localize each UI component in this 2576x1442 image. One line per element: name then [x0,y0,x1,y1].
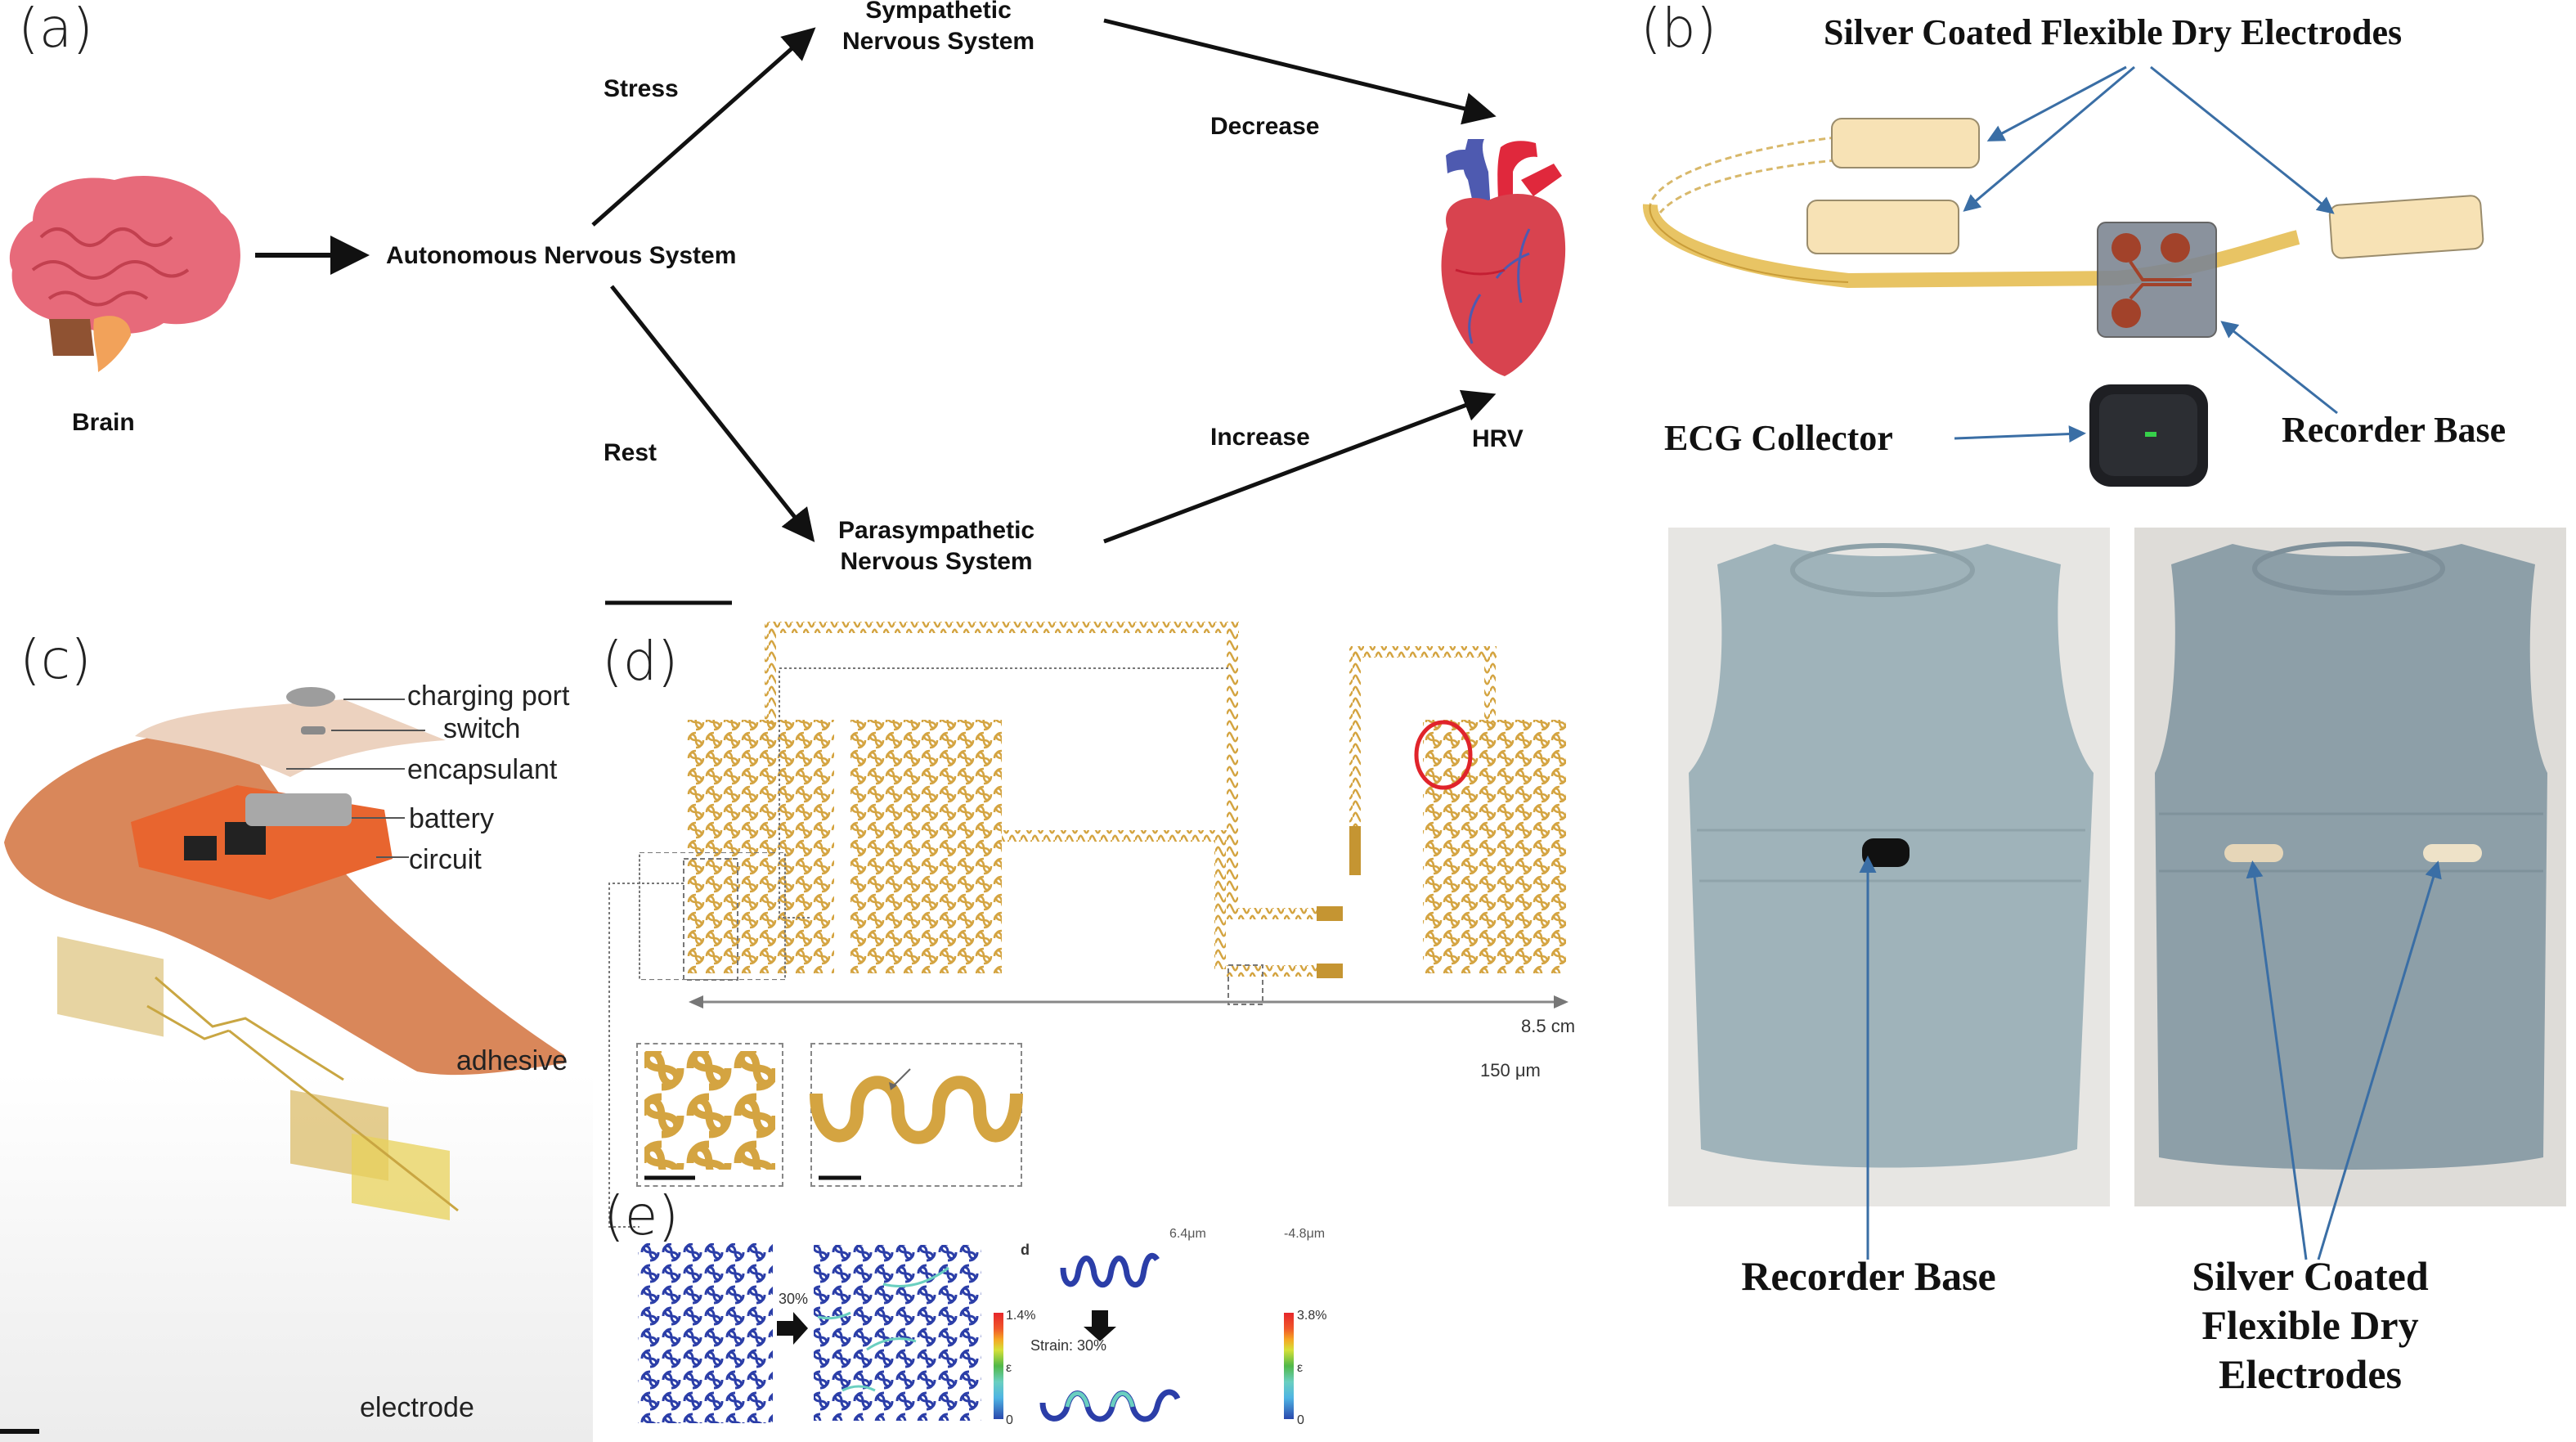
photo-right-label-line2: Flexible Dry [2201,1302,2419,1348]
colorbar-right-min: 0 [1297,1413,1304,1427]
arrow-increase [1103,389,1497,544]
photo-right-label-line1: Silver Coated [2192,1253,2429,1299]
colorbar-left-mid: ε [1006,1361,1012,1375]
strain-arrow-down [1084,1310,1116,1341]
photo-arrows [1859,856,2442,1260]
panel-d: (d) [597,605,1578,1228]
electrode-mesh-left [687,720,834,973]
shirt-photo-left [1668,528,2110,1206]
heart-icon [1441,139,1566,376]
shirt-photo-right [2134,528,2566,1206]
parasympathetic-line2: Nervous System [840,547,1033,575]
colorbar-left [994,1313,1003,1419]
ans-label: Autonomous Nervous System [386,242,737,269]
sympathetic-label: Sympathetic Nervous System [842,0,1034,56]
colorbar-right [1284,1313,1294,1419]
electrode-pad-left [1806,200,1959,254]
pathway-arrows [255,18,1497,605]
serpentine-deformed [1039,1389,1181,1422]
strap-back [1649,136,1837,205]
panel-b: (b) Silver Coated Flexible Dry Electrode… [1627,0,2576,1442]
colorbar-left-max: 1.4% [1006,1309,1036,1323]
electrode-on-shirt-right [2423,844,2482,862]
brain-label: Brain [72,409,135,436]
sympathetic-line2: Nervous System [842,27,1035,55]
electrode-pad-top-left [1831,118,1980,168]
electrode-strap-diagram [1643,65,2484,487]
switch [301,726,325,734]
panel-e-label: (e) [604,1184,680,1247]
arrow-stress [591,27,816,227]
colorbar-right-mid: ε [1297,1361,1304,1375]
shirt-right [2155,541,2547,1170]
layer-label-adhesive: adhesive [456,1045,568,1076]
stress-label: Stress [604,75,679,102]
brain-icon [9,175,240,372]
battery [245,793,352,826]
panel-e: (e) 30% 1.4% ε 0 d 6.4μm -4.8μm Strain: [597,1178,1578,1442]
adhesive-layer [4,726,564,1076]
parasympathetic-label: Parasympathetic Nervous System [838,515,1034,577]
electrodes-title: Silver Coated Flexible Dry Electrodes [1824,12,2403,52]
electrode-mesh-1 [57,936,164,1037]
panel-a: (a) Brain Autonomous Nervous System Stre… [0,0,1627,622]
colorbar-right-max: 3.8% [1297,1309,1327,1323]
inset-serpentine [810,1043,1023,1187]
colorbar-left-min: 0 [1006,1413,1013,1427]
arrow-rest [610,285,815,542]
strain-text: Strain: 30% [1030,1337,1107,1354]
layer-label-encapsulant: encapsulant [407,754,558,785]
strain-simulation [638,1243,1294,1423]
decrease-label: Decrease [1210,113,1320,140]
ecg-collector-label: ECG Collector [1664,418,1893,458]
deformed-mesh [814,1245,981,1421]
sub-label-d: d [1021,1242,1030,1258]
layer-label-charging-port: charging port [407,681,570,712]
strain-arrow-right [777,1312,808,1345]
electrode-mesh-middle [850,720,1002,973]
length-label: 8.5 cm [1521,1016,1576,1036]
undeformed-mesh [638,1243,773,1423]
electrode-mesh-right [1423,720,1566,973]
increase-label: Increase [1210,424,1310,451]
displacement-left: 6.4μm [1169,1227,1206,1241]
hrv-label: HRV [1472,425,1524,452]
encapsulant-layer [135,699,446,777]
charging-port [286,687,335,707]
panel-c: (c) charging port switch encapsulant bat… [0,622,593,1442]
electrode-mesh-3 [352,1133,450,1220]
patch-exploded-view [0,687,564,1434]
photo-right-label-line3: Electrodes [2218,1351,2403,1397]
photo-right-label: Silver Coated Flexible Dry Electrodes [2118,1251,2502,1399]
sympathetic-line1: Sympathetic [865,0,1012,24]
electrode-pad-right [2328,195,2484,259]
strap-front [1643,204,2300,289]
serpentine-undeformed [1060,1252,1160,1288]
highlight-circle [1414,720,1473,790]
panel-a-label: (a) [18,0,93,60]
panel-b-label: (b) [1640,0,1717,60]
panel-c-label: (c) [20,628,92,691]
inset-mesh [636,1043,783,1187]
shirt-left [1689,543,2094,1168]
width-annotation: 150 μm [1480,1060,1541,1080]
arrow-decrease [1103,18,1497,125]
recorder-base-label: Recorder Base [2282,410,2506,450]
strain-percent-label: 30% [779,1291,809,1307]
serpentine-layout [608,622,1568,1228]
layer-label-battery: battery [409,803,494,834]
rest-label: Rest [604,439,657,466]
layer-label-electrode: electrode [360,1392,474,1423]
panel-d-label: (d) [602,630,679,693]
displacement-right: -4.8μm [1284,1227,1326,1241]
layer-label-switch: switch [443,713,521,744]
electrode-on-shirt-left [2224,844,2283,862]
parasympathetic-line1: Parasympathetic [838,517,1035,544]
photo-left-label: Recorder Base [1741,1253,1996,1299]
layer-label-circuit: circuit [409,844,482,875]
